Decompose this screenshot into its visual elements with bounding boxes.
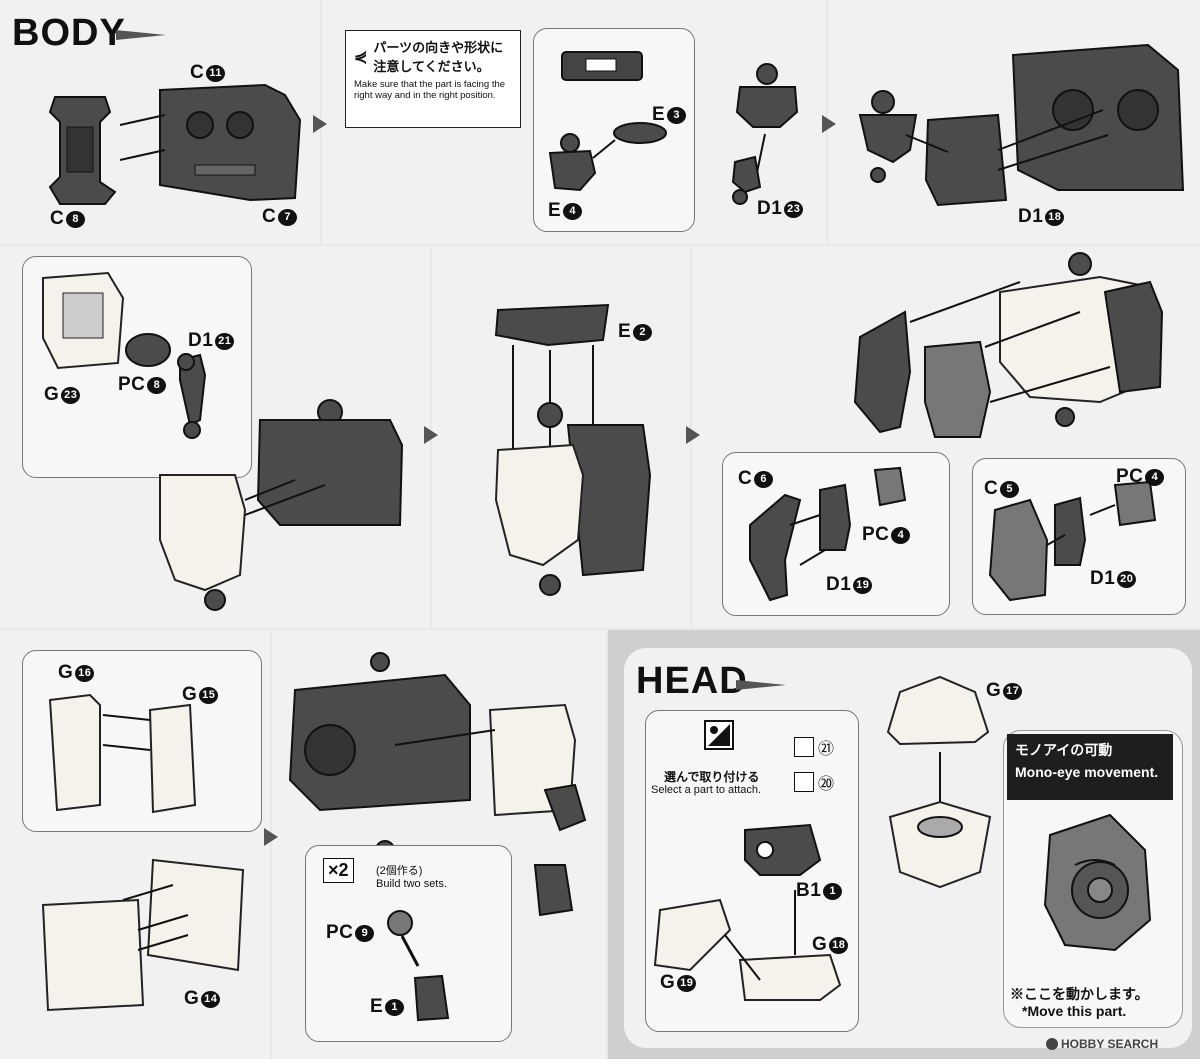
orientation-note: ⋞ パーツの向きや形状に 注意してください。 Make sure that th… — [345, 30, 521, 128]
part-d1-23-illustration — [731, 63, 799, 205]
part-c8-illustration — [48, 96, 117, 205]
x2-badge: ×2 — [323, 858, 354, 883]
part-c5-pc4-d1-20-illustration — [988, 480, 1157, 602]
option-marker-icon — [794, 772, 814, 792]
option-20: ⑳ — [794, 770, 834, 794]
body-assembly-step8-illustration — [288, 652, 587, 860]
move-note-en: *Move this part. — [1022, 1003, 1127, 1019]
watermark: HOBBY SEARCH — [1046, 1037, 1158, 1051]
title-streak — [736, 680, 786, 690]
part-e1-side-illustration — [533, 864, 574, 917]
part-e3-detail-illustration — [561, 51, 643, 81]
part-pc9-e1-illustration — [387, 910, 450, 1022]
body-section-title: BODY — [12, 12, 126, 54]
caution-icon: ⋞ — [354, 49, 368, 66]
move-note-jp: ※ここを動かします。 — [1010, 986, 1149, 1002]
step-arrow — [822, 115, 836, 133]
part-b1-g18-g19-illustration — [653, 823, 842, 1001]
orientation-note-en: Make sure that the part is facing the ri… — [354, 79, 506, 101]
mono-eye-title-jp: モノアイの可動 — [1015, 742, 1113, 758]
select-note-en: Select a part to attach. — [651, 784, 762, 796]
mono-eye-title: モノアイの可動 Mono-eye movement. — [1007, 734, 1173, 800]
step-arrow — [264, 828, 278, 846]
part-d1-18-body-illustration — [858, 43, 1185, 207]
part-e3-e4-illustration — [548, 122, 667, 192]
orientation-note-jp-line1: パーツの向きや形状に — [373, 40, 504, 55]
assembly-arrows — [119, 114, 166, 161]
option-21: ㉑ — [794, 735, 834, 759]
step-arrow — [313, 115, 327, 133]
select-part-icon — [704, 720, 734, 750]
part-c11-c7-illustration — [159, 83, 302, 202]
step-arrow — [424, 426, 438, 444]
body-assembly-step6-illustration — [853, 252, 1164, 438]
x2-note-en: Build two sets. — [376, 878, 447, 890]
part-g16-g15-illustration — [48, 693, 197, 814]
x2-note-jp: (2個作る) — [376, 865, 423, 877]
step-arrow — [686, 426, 700, 444]
part-g17-head-illustration — [886, 675, 992, 889]
head-section-title: HEAD — [636, 660, 748, 702]
select-note-jp: 選んで取り付ける — [664, 770, 760, 784]
mono-eye-mechanism-illustration — [1043, 813, 1152, 952]
mono-eye-title-en: Mono-eye movement. — [1015, 764, 1159, 780]
body-assembly-step4-illustration — [159, 399, 404, 611]
part-g23-illustration — [42, 271, 125, 370]
part-g14-assembly-illustration — [41, 858, 245, 1012]
part-pc8-d1-21-illustration — [125, 333, 207, 439]
body-assembly-step5-illustration — [494, 303, 652, 596]
title-streak — [116, 30, 166, 40]
watermark-logo-icon — [1046, 1038, 1058, 1050]
orientation-note-jp-line2: 注意してください。 — [373, 59, 490, 74]
part-c6-pc4-d1-19-illustration — [749, 466, 907, 602]
option-marker-icon — [794, 737, 814, 757]
